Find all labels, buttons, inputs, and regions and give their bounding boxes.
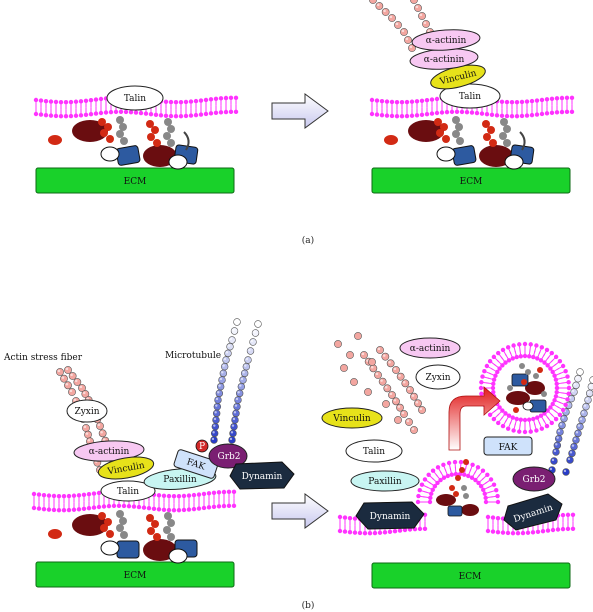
ecm-label: ECM — [124, 177, 147, 187]
talin-label: Talin — [363, 447, 385, 457]
grb2-label: Grb2 — [523, 475, 546, 485]
vinculin-protein — [321, 407, 383, 429]
pit-integrin-cluster — [436, 459, 479, 517]
microtubule-filament — [562, 376, 593, 476]
fak-protein — [173, 449, 219, 479]
actin-stress-fiber-title: Actin stress fiber — [3, 353, 83, 363]
talin-label: Talin — [459, 92, 481, 102]
endocytic-pit — [415, 459, 501, 505]
grb2-protein — [208, 443, 248, 469]
fak-protein — [483, 436, 533, 456]
dynamin-protein — [355, 501, 425, 530]
integrin-cluster — [48, 510, 198, 564]
ecm-block — [35, 561, 235, 588]
ecm-block — [371, 562, 571, 589]
vesicle-integrin-cluster — [506, 363, 547, 413]
zyxin-label: Zyxin — [74, 407, 99, 417]
microtubule-filament — [228, 320, 262, 444]
phosphate-marker — [195, 439, 209, 453]
zyxin-protein — [415, 364, 461, 390]
ecm-label: ECM — [459, 572, 482, 582]
panel-b-left: Actin stress fiber Microtubule ECM Zyx — [3, 318, 295, 588]
talin-label: Talin — [124, 94, 146, 104]
ecm-label: ECM — [460, 177, 483, 187]
microtubule-filament — [548, 368, 584, 474]
alpha-actinin-protein — [73, 440, 145, 462]
dynamin-protein — [229, 461, 295, 490]
actin-filament — [369, 0, 416, 52]
talin-protein — [345, 439, 403, 463]
talin-protein — [106, 85, 164, 111]
alpha-actinin-label: α-actinin — [424, 55, 465, 65]
alpha-actinin-label: α-actinin — [426, 36, 467, 46]
actin-filament — [376, 346, 426, 414]
panel-a-left: ECM Talin — [33, 85, 239, 194]
panel-b-right: ECM α-actinin Zyxin — [321, 332, 593, 589]
alpha-actinin-label: α-actinin — [410, 344, 451, 354]
alpha-actinin-protein — [399, 337, 461, 359]
endocytic-vesicle — [478, 341, 572, 435]
panel-a-caption: (a) — [302, 235, 314, 246]
alpha-actinin-protein — [411, 29, 481, 51]
microtubule-filament — [210, 318, 241, 444]
panel-a-right: ECM Talin Vinculin α-actinin α-actini — [369, 0, 575, 194]
internalization-arrow — [448, 386, 501, 451]
panel-b-caption: (b) — [302, 600, 315, 611]
paxillin-protein — [350, 470, 420, 492]
grb2-protein — [512, 466, 556, 492]
ecm-block — [371, 167, 571, 194]
phosphate-label: P — [199, 442, 205, 452]
dynamin-protein — [503, 493, 563, 531]
paxillin-label: Paxillin — [368, 477, 402, 487]
dynamin-label: Dynamin — [242, 472, 283, 482]
actin-filament — [360, 351, 418, 434]
zyxin-label: Zyxin — [425, 373, 450, 383]
paxillin-label: Paxillin — [163, 475, 197, 485]
vinculin-protein — [97, 456, 155, 480]
dynamin-label: Dynamin — [370, 512, 411, 522]
ecm-label: ECM — [124, 571, 147, 581]
talin-label: Talin — [117, 487, 139, 497]
fak-label: FAK — [499, 443, 518, 453]
microtubule-title: Microtubule — [165, 351, 221, 361]
ecm-block — [35, 167, 235, 194]
grb2-label: Grb2 — [218, 452, 241, 462]
transition-arrow-a — [271, 93, 329, 129]
integrin-cluster — [384, 116, 535, 170]
alpha-actinin-label: α-actinin — [89, 447, 130, 457]
transition-arrow-b — [271, 493, 329, 529]
zyxin-protein — [66, 399, 108, 423]
vinculin-label: Vinculin — [332, 414, 371, 424]
integrin-cluster — [48, 116, 199, 170]
free-actin-monomers — [334, 332, 402, 424]
talin-protein — [100, 480, 156, 502]
